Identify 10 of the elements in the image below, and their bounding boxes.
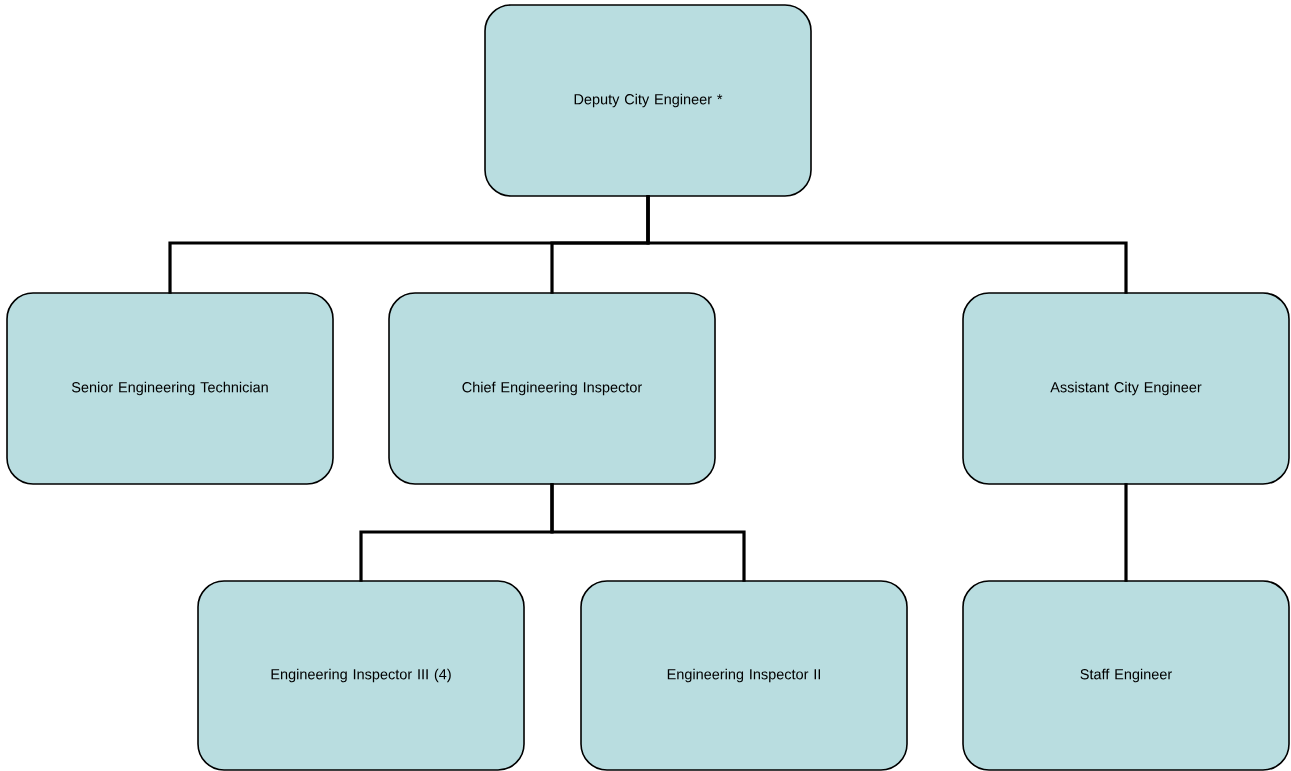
connector-line: [550, 483, 746, 582]
connector-line: [646, 195, 1128, 294]
org-box: Assistant City Engineer: [962, 292, 1290, 485]
org-box: Staff Engineer: [962, 580, 1290, 771]
org-box: Deputy City Engineer *: [484, 4, 812, 197]
org-box: Senior Engineering Technician: [6, 292, 334, 485]
org-box: Engineering Inspector III (4): [197, 580, 525, 771]
org-box: Chief Engineering Inspector: [388, 292, 716, 485]
org-box: Engineering Inspector II: [580, 580, 908, 771]
connector-line: [1124, 483, 1128, 582]
